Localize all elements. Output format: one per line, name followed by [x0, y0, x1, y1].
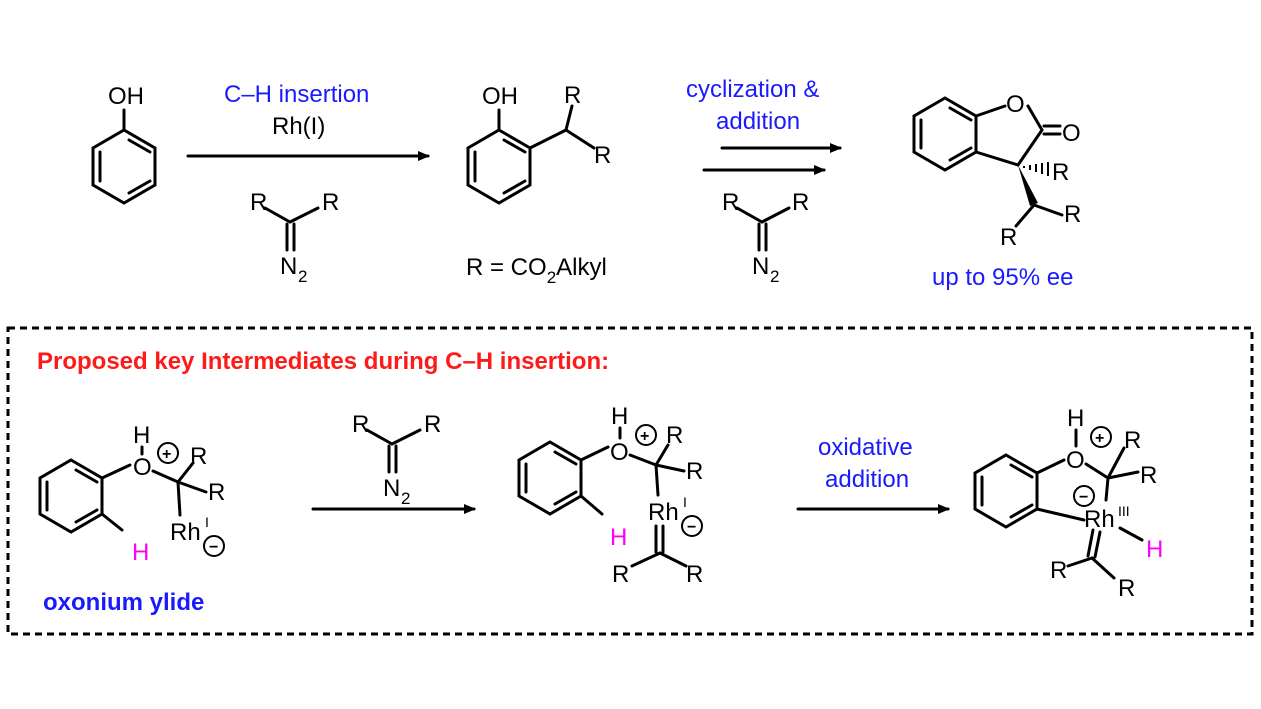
rhiii-h-on-o: H	[1067, 405, 1084, 432]
step1-arrow-group: C–H insertion Rh(I)	[186, 81, 430, 161]
alkylated-phenol-r2: R	[594, 142, 611, 169]
benzofuranone-product: O O R R R up to 95% ee	[912, 91, 1081, 291]
ylide-h-on-o: H	[133, 422, 150, 449]
diazo2-n-sub: 2	[770, 267, 779, 286]
oxonium-ylide-label: oxonium ylide	[43, 589, 204, 616]
step4-label-line2: addition	[825, 466, 909, 493]
rhiii-r1: R	[1124, 427, 1141, 454]
carbene-ortho-h: H	[610, 524, 627, 551]
step2-label-line1: cyclization &	[686, 76, 819, 103]
carbene-r1: R	[666, 422, 683, 449]
carbene-rh-oxstate: I	[683, 494, 687, 510]
diazo1-n-sub: 2	[298, 267, 307, 286]
product-carbonyl-o: O	[1062, 120, 1081, 147]
ylide-oxonium-charge: +	[162, 446, 171, 463]
carbene-charge-minus: −	[687, 519, 696, 536]
alkylated-phenol-oh: OH	[482, 83, 518, 110]
rhiii-r4: R	[1118, 575, 1135, 602]
step2-arrow-group: cyclization & addition	[686, 76, 842, 175]
alkylated-phenol: OH R R R = CO2Alkyl	[466, 82, 611, 287]
diazo-reagent-1: R R N 2	[250, 189, 339, 286]
r-group-definition: R = CO2Alkyl	[466, 254, 607, 287]
rh-iii-hydride-intermediate: O H + R R − Rh III H R R	[973, 405, 1163, 602]
rhiii-r3: R	[1050, 557, 1067, 584]
rhiii-hydride-h: H	[1146, 536, 1163, 563]
step2-label-line2: addition	[716, 108, 800, 135]
product-ee-label: up to 95% ee	[932, 264, 1073, 291]
carbene-r3: R	[612, 561, 629, 588]
ylide-ortho-h: H	[132, 539, 149, 566]
carbene-r2: R	[686, 458, 703, 485]
carbene-o: O	[610, 439, 629, 466]
step4-label-line1: oxidative	[818, 434, 913, 461]
product-r-side1: R	[1064, 201, 1081, 228]
rhiii-r2: R	[1140, 462, 1157, 489]
diazo2-r-left: R	[722, 189, 739, 216]
phenol-oh-label: OH	[108, 83, 144, 110]
ylide-r1: R	[190, 443, 207, 470]
ylide-carbanion-charge: −	[209, 539, 218, 556]
intermediates-box	[6, 326, 1254, 636]
diazo3-n-sub: 2	[401, 489, 410, 508]
diazo2-r-right: R	[792, 189, 809, 216]
carbene-oxonium-charge: +	[640, 428, 649, 445]
product-r-side2: R	[1000, 224, 1017, 251]
rh-carbene-intermediate: O H + R R Rh I − H R R	[517, 403, 703, 588]
rhiii-rh: Rh	[1084, 506, 1115, 533]
carbene-h-on-o: H	[611, 403, 628, 430]
carbene-r4: R	[686, 561, 703, 588]
rhiii-oxonium-charge: +	[1095, 430, 1104, 447]
diazo1-r-right: R	[322, 189, 339, 216]
step1-catalyst-label: Rh(I)	[272, 113, 325, 140]
ylide-o: O	[133, 454, 152, 481]
rhiii-o: O	[1066, 447, 1085, 474]
diazo3-n: N	[383, 475, 400, 502]
diazo-reagent-2: R R N 2	[722, 189, 809, 286]
product-ring-o: O	[1006, 91, 1025, 118]
diazo3-r-left: R	[352, 411, 369, 438]
ylide-rh-oxstate: I	[205, 514, 209, 530]
phenol-structure: OH	[91, 83, 157, 205]
step4-arrow-group: oxidative addition	[796, 434, 950, 514]
diazo2-n: N	[752, 253, 769, 280]
rhiii-rh-oxstate: III	[1118, 503, 1130, 519]
intermediates-title: Proposed key Intermediates during C–H in…	[37, 348, 609, 375]
step1-reagent-label: C–H insertion	[224, 81, 369, 108]
ylide-rh: Rh	[170, 519, 201, 546]
alkylated-phenol-r1: R	[564, 82, 581, 109]
product-r-quaternary: R	[1052, 159, 1069, 186]
rhiii-carbanion-charge: −	[1079, 489, 1088, 506]
ylide-r2: R	[208, 479, 225, 506]
diazo1-n: N	[280, 253, 297, 280]
oxonium-ylide-structure: O H + R R Rh I − H oxonium ylide	[38, 422, 225, 616]
diazo3-r-right: R	[424, 411, 441, 438]
diazo-reagent-3: R R N 2	[352, 411, 441, 508]
diazo1-r-left: R	[250, 189, 267, 216]
carbene-rh: Rh	[648, 499, 679, 526]
